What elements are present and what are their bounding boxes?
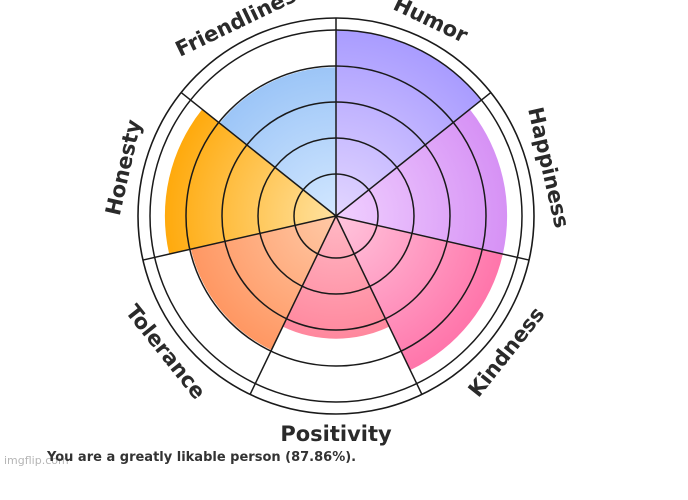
spoke-7	[180, 91, 337, 217]
label-humor: Humor	[390, 0, 472, 48]
label-positivity: Positivity	[280, 422, 392, 446]
label-honesty: Honesty	[101, 117, 146, 218]
spoke-4	[335, 215, 423, 395]
sector-happiness	[336, 109, 508, 255]
label-friendliness: Friendliness	[172, 0, 312, 62]
spoke-5	[249, 215, 337, 395]
result-text: You are a greatly likable person (87.86%…	[47, 450, 357, 465]
sector-positivity	[282, 216, 390, 339]
spoke-group	[142, 18, 530, 395]
spoke-3	[335, 215, 530, 261]
sector-friendliness	[219, 67, 336, 216]
spoke-2	[335, 91, 492, 217]
sector-honesty	[164, 109, 336, 255]
watermark-text: imgflip.com	[4, 454, 69, 467]
outer-circle	[137, 17, 535, 415]
spoke-6	[142, 215, 337, 261]
sector-humor	[336, 30, 482, 216]
label-happiness: Happiness	[523, 105, 574, 230]
